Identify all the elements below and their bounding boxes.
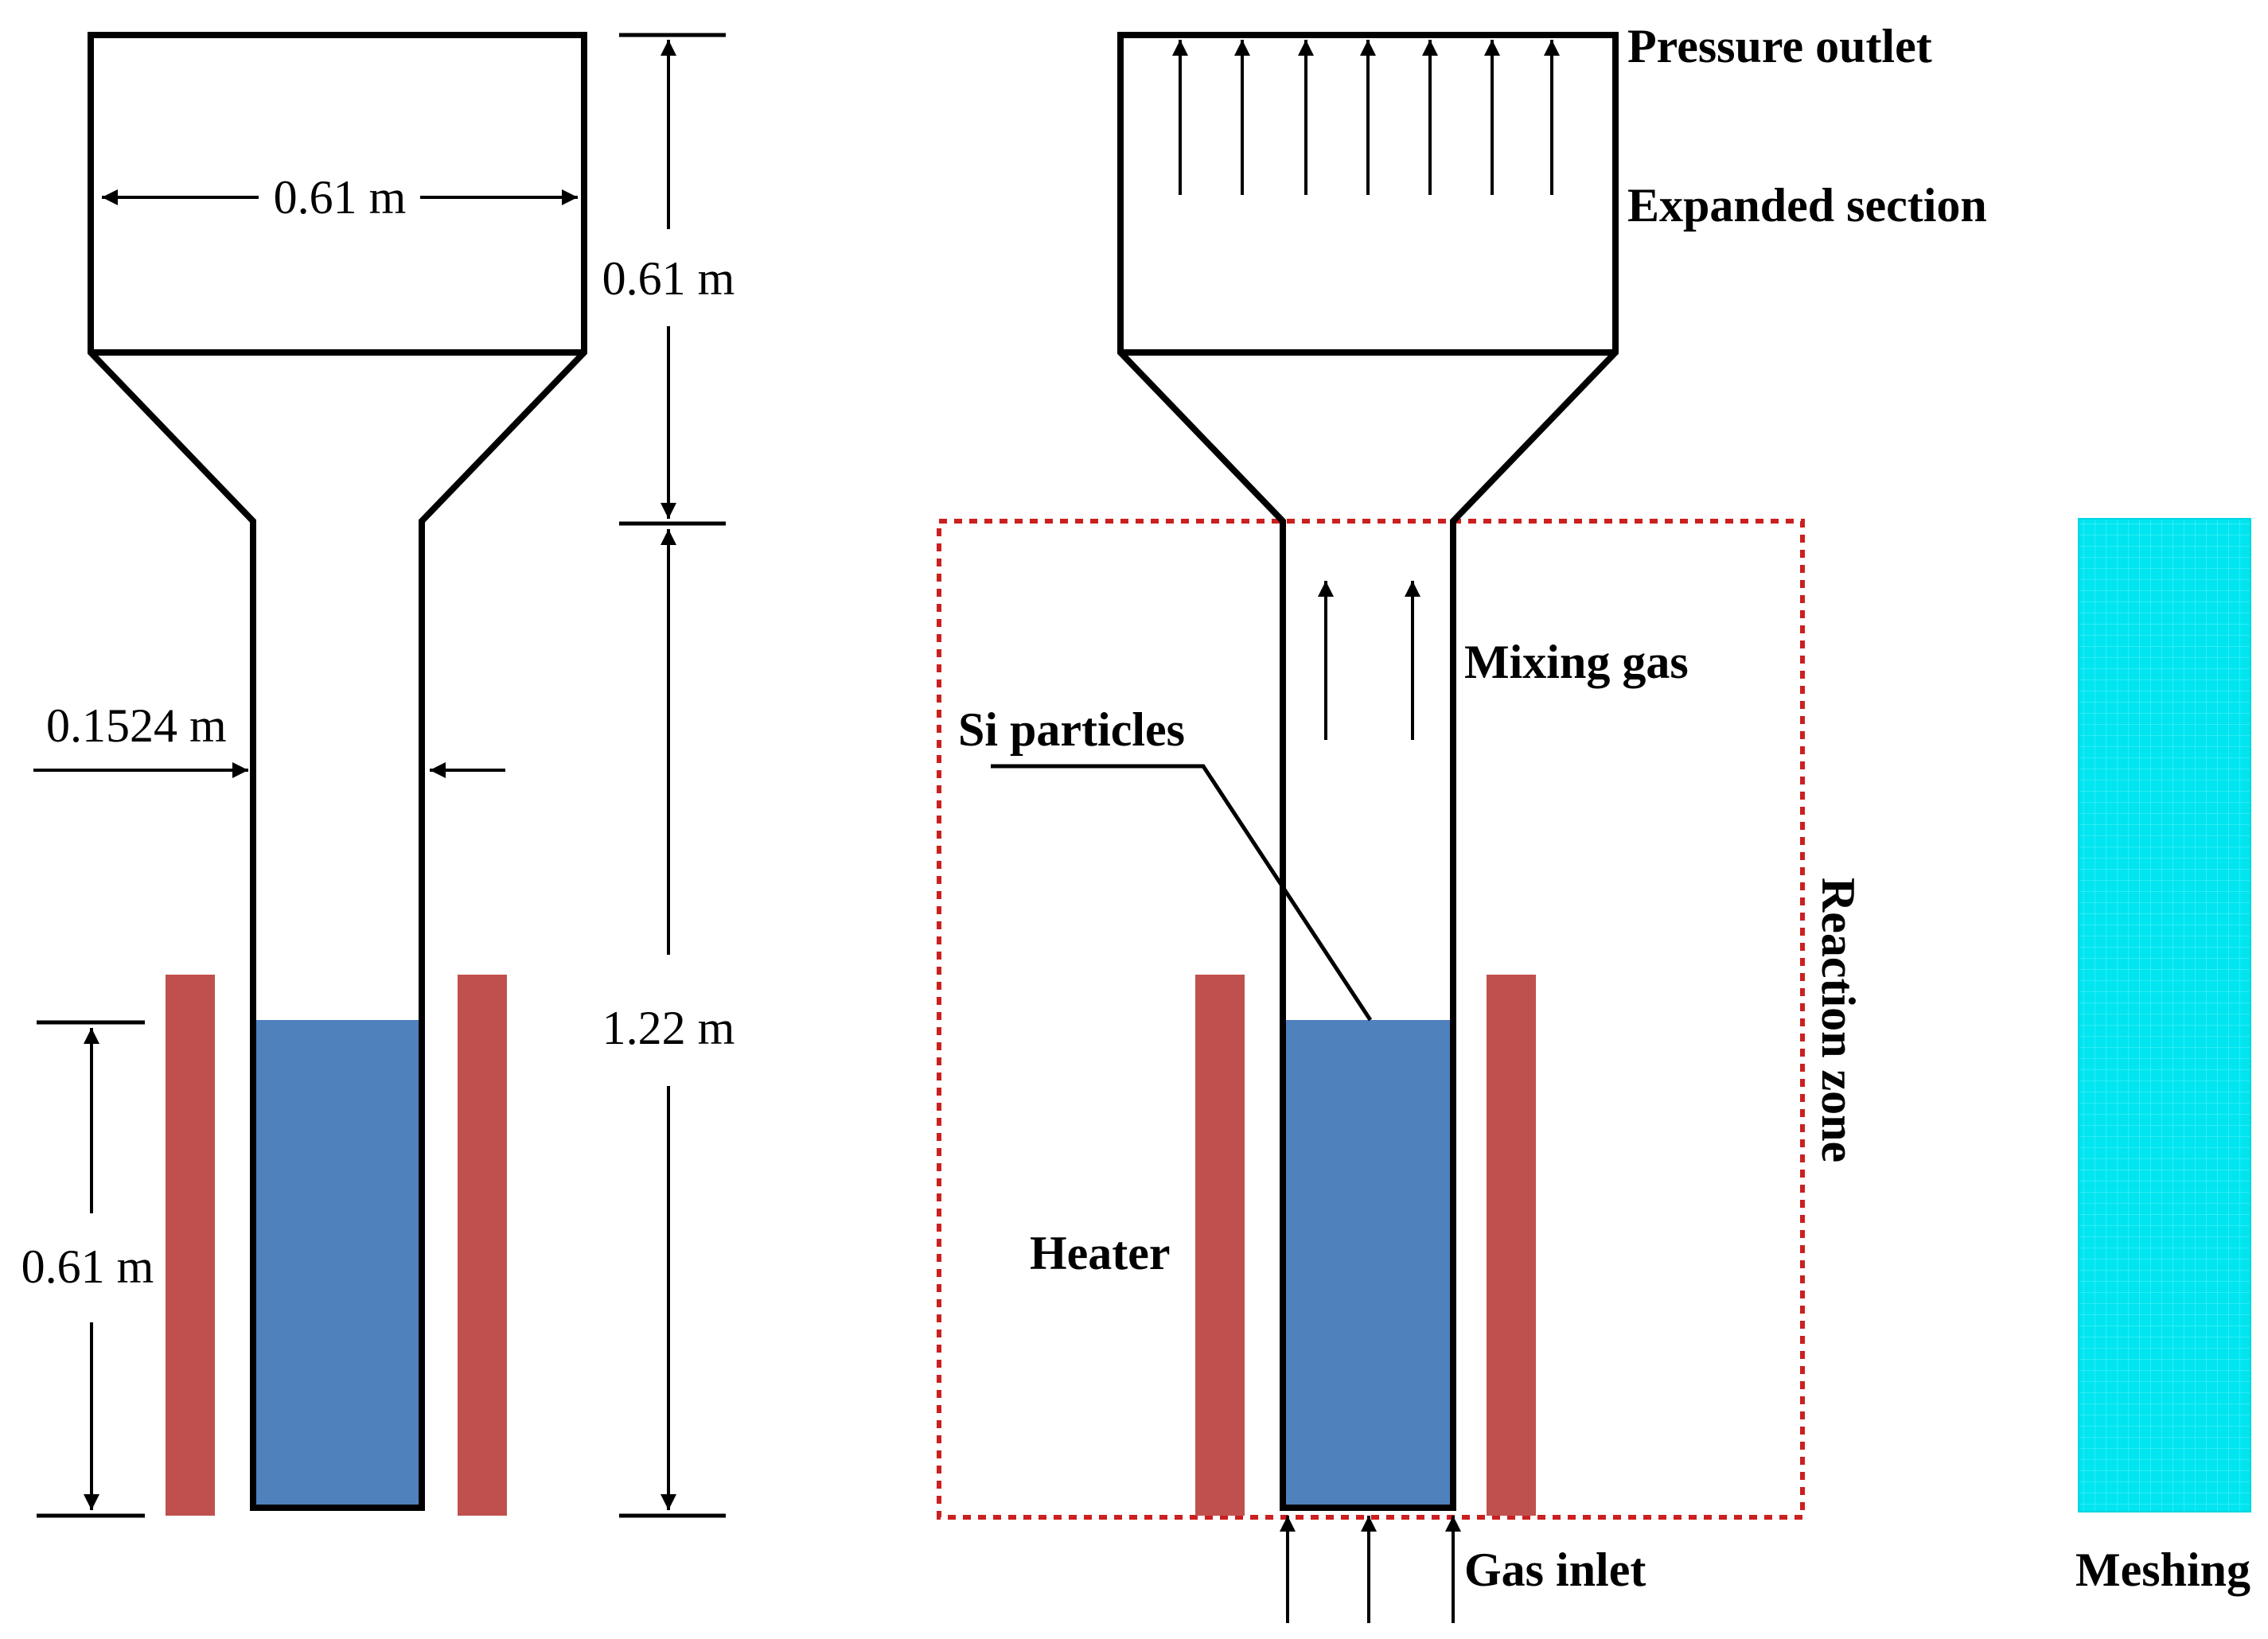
reaction-zone-label: Reaction zone [1812,878,1865,1162]
left-reactor-outline [88,32,587,1511]
left-particle-bed [253,1020,422,1509]
mesh-grid [2078,518,2251,1512]
middle-heater-right [1487,975,1536,1516]
meshing-panel: Meshing [2075,518,2251,1596]
gas-inlet-label: Gas inlet [1464,1544,1646,1596]
expanded-section-label: Expanded section [1627,179,1987,232]
meshing-label: Meshing [2075,1544,2250,1596]
middle-particle-bed [1283,1020,1452,1509]
si-particles-label: Si particles [958,703,1185,756]
middle-boundary-diagram: Pressure outlet Expanded section Mixing … [937,20,1987,1623]
heater-label: Heater [1030,1227,1171,1279]
reaction-zone-box [937,519,1805,1520]
bed-height-label: 0.61 m [21,1240,154,1293]
top-width-label: 0.61 m [274,171,407,224]
gas-inlet-arrows [1280,1516,1461,1623]
left-heater-left [166,975,215,1516]
si-particles-leader [991,764,1373,1022]
middle-heater-left [1195,975,1245,1516]
pressure-outlet-label: Pressure outlet [1627,20,1932,72]
mixing-gas-arrows [1318,581,1420,740]
mixing-gas-label: Mixing gas [1464,636,1689,688]
column-height-label: 1.22 m [602,1002,735,1054]
left-dimension-diagram: 0.61 m 0.61 m 1.22 m 0.1524 m 0.61 m [21,32,735,1518]
left-heater-right [458,975,507,1516]
top-height-label: 0.61 m [602,252,735,305]
column-width-label: 0.1524 m [46,699,227,752]
outlet-arrows [1172,40,1560,195]
middle-reactor-outline [1117,32,1619,1511]
